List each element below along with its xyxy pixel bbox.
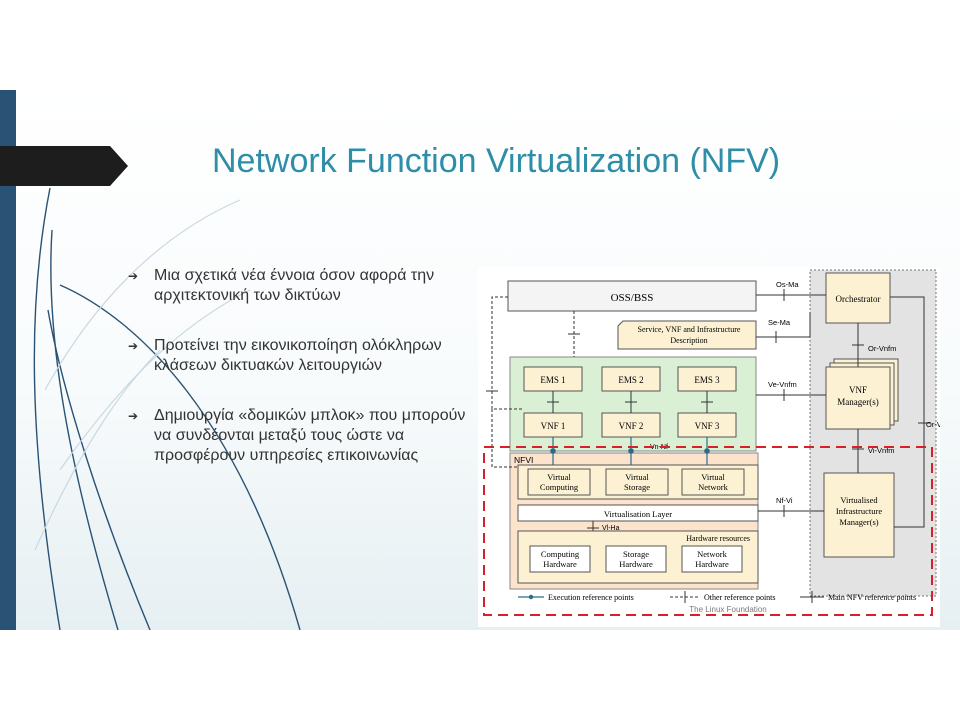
vnf-label: VNF 1	[541, 421, 566, 431]
vnf-manager-line2: Manager(s)	[837, 397, 878, 407]
ems-vnf-links	[547, 391, 713, 413]
service-description-line2: Description	[670, 336, 707, 345]
hardware-line1: Network	[697, 549, 727, 559]
legend: Execution reference points Other referen…	[518, 591, 916, 603]
legend-other-label: Other reference points	[704, 593, 776, 602]
hardware-line1: Storage	[623, 549, 649, 559]
decorative-swirl-lines	[33, 187, 301, 630]
title-arrow-tab	[0, 146, 128, 186]
virtual-resource-line1: Virtual	[547, 472, 571, 482]
ems-box	[601, 366, 661, 392]
virtualisation-layer-label: Virtualisation Layer	[604, 509, 672, 519]
nfvi-label: NFVI	[514, 455, 533, 465]
virtual-resource-line2: Network	[698, 482, 728, 492]
bullet-list: ➔ Μια σχετικά νέα έννοια όσον αφορά την …	[128, 266, 473, 496]
ems-label: EMS 1	[540, 375, 565, 385]
vn-nf-label: Vn-Nf	[650, 444, 668, 451]
nf-vi-label: Nf-Vi	[776, 496, 793, 505]
bullet-text: Δημιουργία «δομικών μπλοκ» που μπορούν ν…	[154, 407, 466, 464]
virtual-resource-line1: Virtual	[701, 472, 725, 482]
virtual-resource-line2: Computing	[540, 482, 579, 492]
mano-reference-connectors	[756, 289, 930, 528]
virtual-resource-box	[681, 468, 745, 496]
arrow-bullet-icon: ➔	[128, 409, 139, 423]
hardware-line2: Hardware	[543, 559, 577, 569]
nfvi-highlight-frame	[483, 446, 933, 616]
left-accent-band	[0, 90, 16, 630]
ems-label: EMS 2	[618, 375, 643, 385]
hardware-box	[605, 545, 667, 573]
hardware-box	[529, 545, 591, 573]
nfv-architecture-diagram: OSS/BSS Service, VNF and Infrastructure …	[478, 267, 940, 627]
ems-boxes: EMS 1 EMS 2 EMS 3	[523, 366, 737, 392]
arrow-bullet-icon: ➔	[128, 269, 139, 283]
orchestrator-box	[825, 272, 891, 324]
hardware-resources-label: Hardware resources	[686, 534, 750, 543]
vl-ha-label: Vl-Ha	[602, 525, 620, 532]
virtual-resource-line1: Virtual	[625, 472, 649, 482]
vi-vnfm-label: Vi-Vnfm	[868, 446, 895, 455]
legend-execution-label: Execution reference points	[548, 593, 634, 602]
bullet-text: Προτείνει την εικονικοποίηση ολόκληρων κ…	[154, 337, 442, 374]
virtualisation-layer-box	[517, 504, 759, 522]
se-ma-label: Se-Ma	[768, 318, 791, 327]
legend-main-label: Main NFV reference points	[828, 593, 916, 602]
bullet-item: ➔ Προτείνει την εικονικοποίηση ολόκληρων…	[128, 336, 473, 376]
orchestrator-label: Orchestrator	[836, 294, 881, 304]
virtual-resource-box	[605, 468, 669, 496]
oss-bss-box	[507, 280, 757, 312]
os-ma-label: Os-Ma	[776, 280, 799, 289]
vim-box	[823, 472, 895, 558]
linux-foundation-credit: The Linux Foundation	[689, 605, 766, 614]
or-vnfm-label: Or-Vnfm	[868, 344, 896, 353]
ems-box	[677, 366, 737, 392]
vim-line3: Manager(s)	[839, 517, 878, 527]
vnf-box	[677, 412, 737, 438]
bullet-item: ➔ Δημιουργία «δομικών μπλοκ» που μπορούν…	[128, 406, 473, 466]
bullet-item: ➔ Μια σχετικά νέα έννοια όσον αφορά την …	[128, 266, 473, 306]
bullet-text: Μια σχετικά νέα έννοια όσον αφορά την αρ…	[154, 267, 435, 304]
ems-box	[523, 366, 583, 392]
vnf-manager-line1: VNF	[849, 385, 867, 395]
hardware-line1: Computing	[541, 549, 580, 559]
vn-nf-execution-points	[550, 437, 710, 465]
arrow-bullet-icon: ➔	[128, 339, 139, 353]
vnf-box	[523, 412, 583, 438]
vnf-label: VNF 2	[619, 421, 644, 431]
slide-title: Network Function Virtualization (NFV)	[212, 142, 781, 180]
vim-line1: Virtualised	[840, 495, 878, 505]
vim-line2: Infrastructure	[836, 506, 882, 516]
virtual-resource-box	[527, 468, 591, 496]
ems-label: EMS 3	[694, 375, 720, 385]
slide: Network Function Virtualization (NFV) ➔ …	[0, 90, 960, 630]
hardware-line2: Hardware	[695, 559, 729, 569]
hardware-box	[681, 545, 743, 573]
service-description-line1: Service, VNF and Infrastructure	[638, 325, 741, 334]
ve-vnfm-label: Ve-Vnfm	[768, 380, 797, 389]
vnf-boxes: VNF 1 VNF 2 VNF 3	[523, 412, 737, 438]
service-description-box	[617, 320, 757, 350]
virtual-resource-line2: Storage	[624, 482, 650, 492]
hardware-line2: Hardware	[619, 559, 653, 569]
or-vi-label: Or-Vi	[926, 420, 940, 429]
oss-bss-label: OSS/BSS	[611, 292, 654, 304]
vnf-label: VNF 3	[695, 421, 720, 431]
